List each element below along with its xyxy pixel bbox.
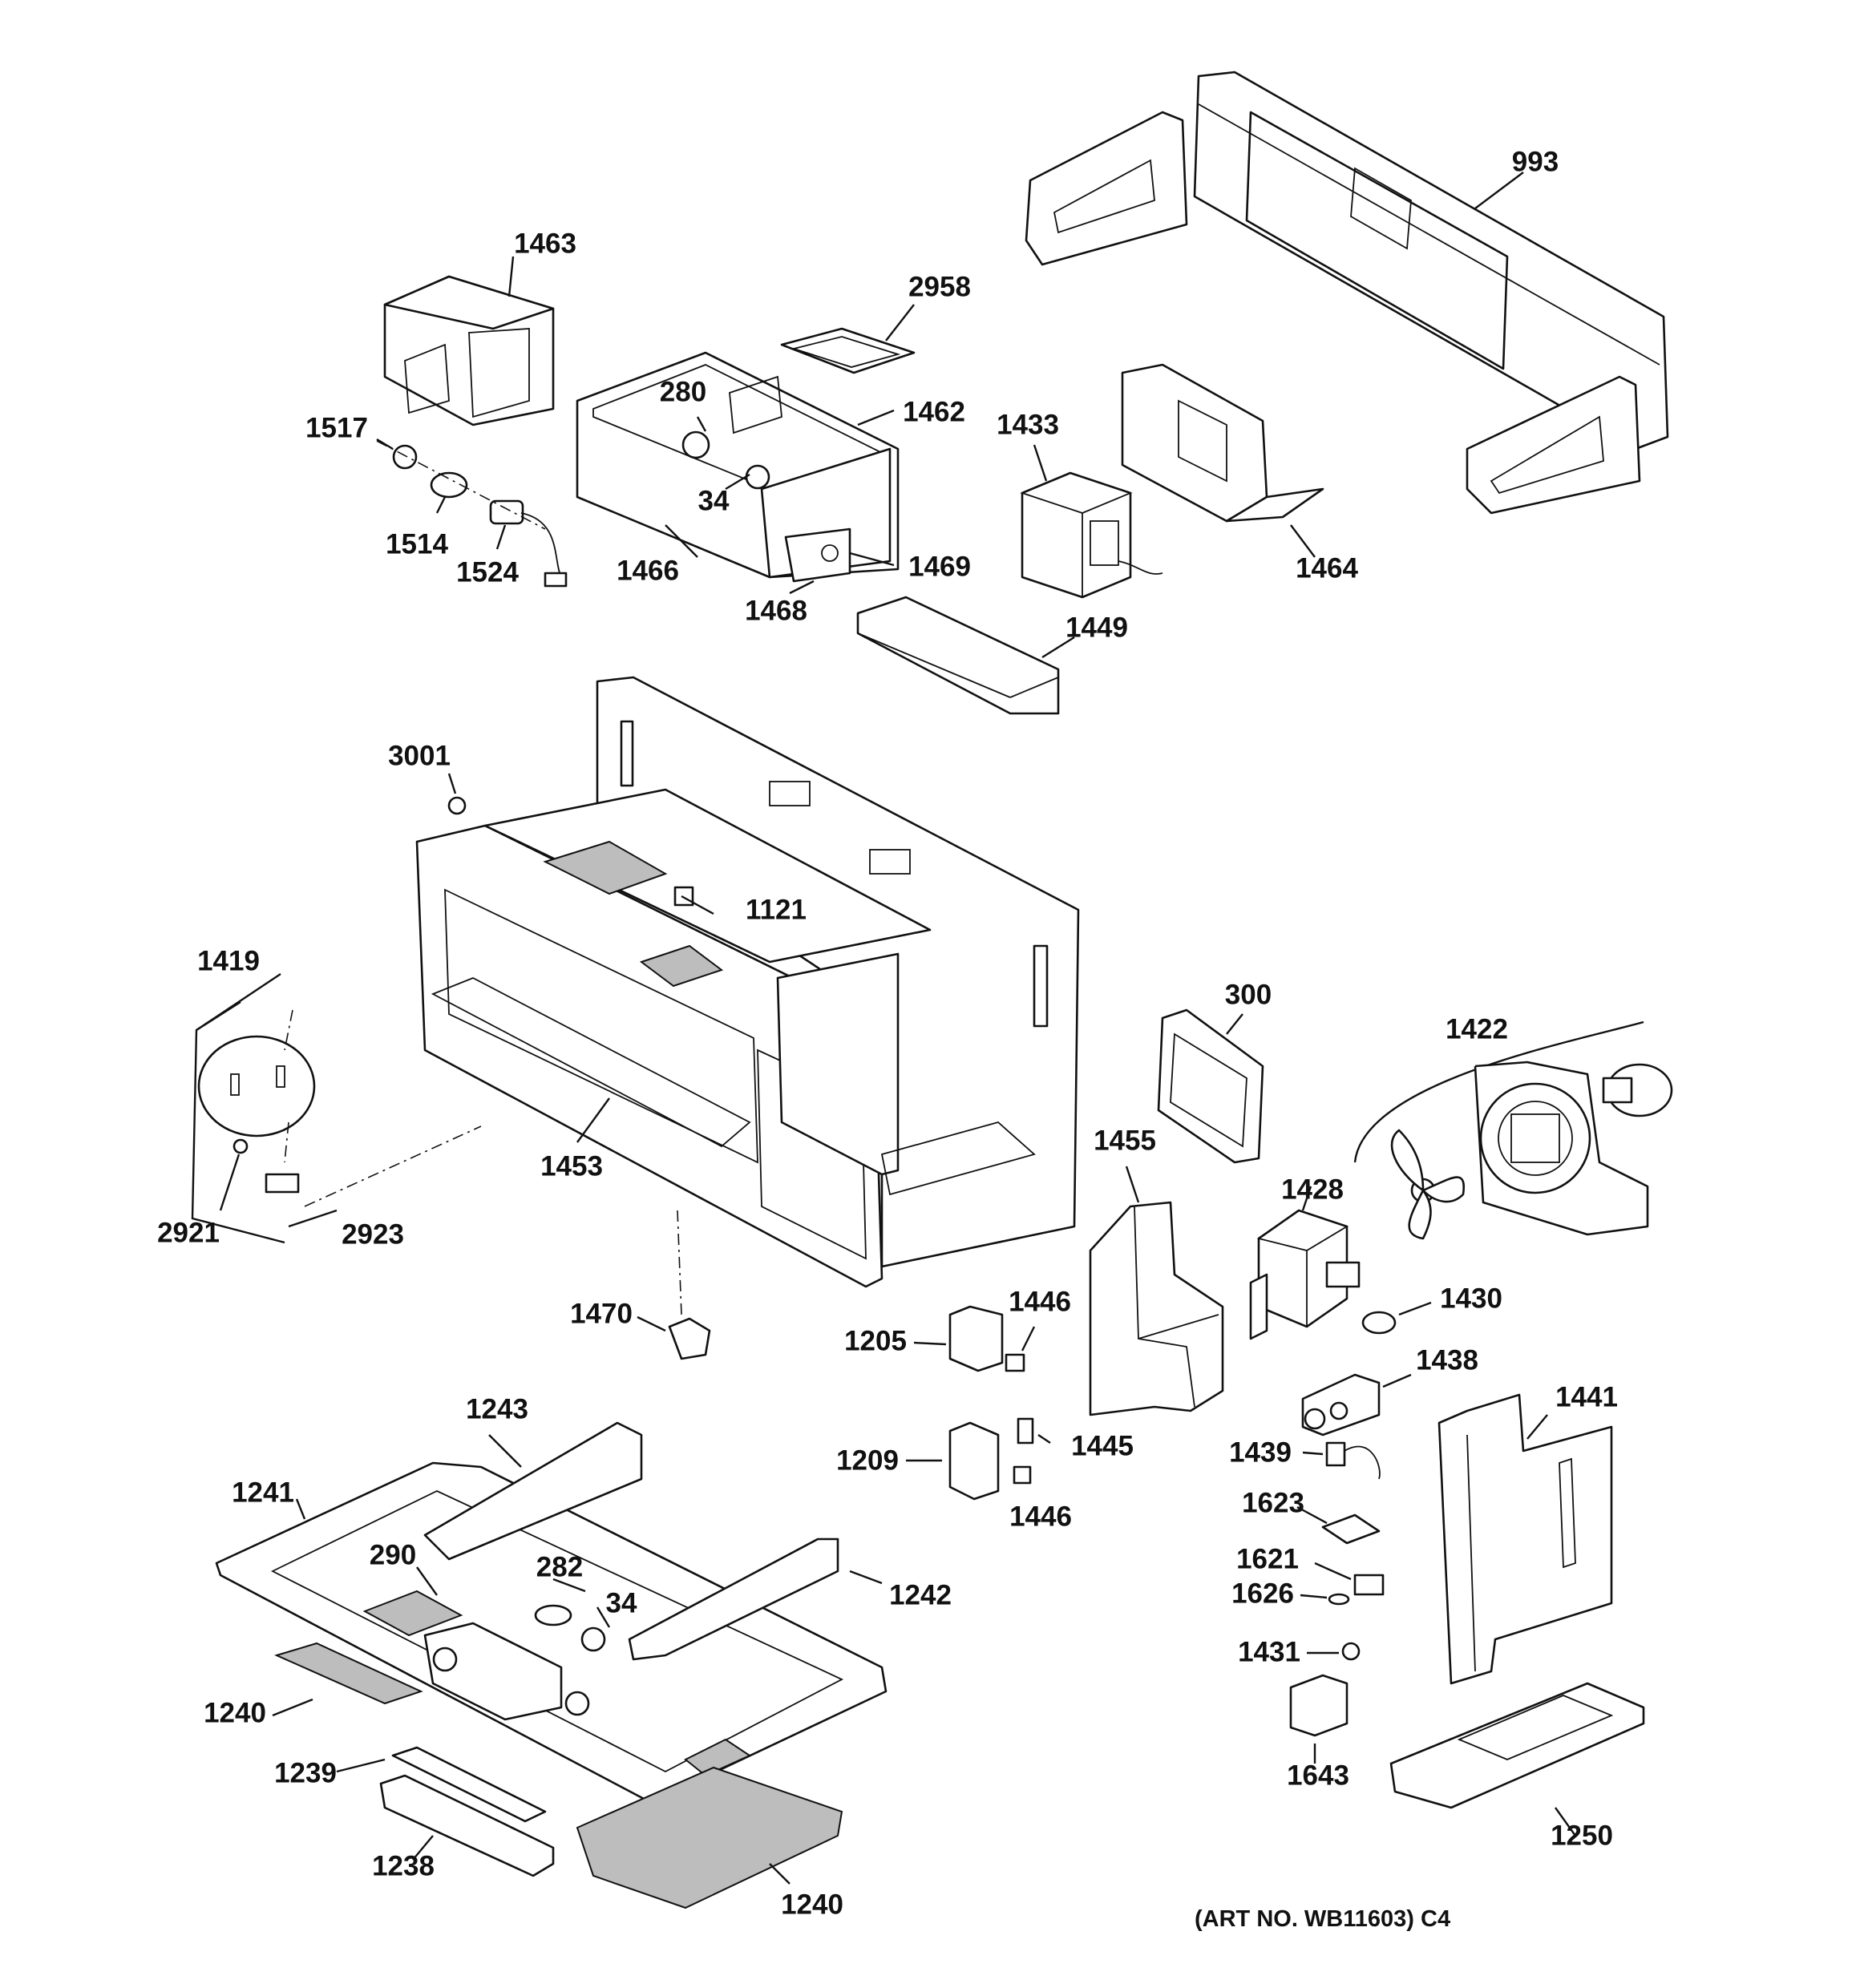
callout-1240-right: 1240 xyxy=(781,1889,843,1921)
interlock-switch-parts xyxy=(906,1305,1051,1501)
lamp-282-and-socket-34 xyxy=(534,1578,611,1652)
callout-1441: 1441 xyxy=(1555,1381,1618,1413)
channel-1449 xyxy=(856,596,1075,715)
fuse-1623 xyxy=(1296,1505,1381,1545)
mounting-plate-993 xyxy=(1025,71,1669,515)
lens-1239-and-frame-1238 xyxy=(336,1746,555,1877)
callout-1239: 1239 xyxy=(274,1757,337,1789)
switch-1470 xyxy=(637,1315,711,1360)
callout-1517: 1517 xyxy=(305,412,368,444)
callout-1439: 1439 xyxy=(1229,1436,1292,1469)
waveguide-cover-300 xyxy=(1157,1008,1264,1164)
callout-1243: 1243 xyxy=(466,1393,528,1425)
callout-3001: 3001 xyxy=(388,740,451,772)
callout-1455: 1455 xyxy=(1094,1125,1156,1157)
callout-993: 993 xyxy=(1511,146,1559,178)
grease-filter-right-1240 xyxy=(576,1766,843,1909)
callout-1240-left: 1240 xyxy=(204,1697,266,1729)
cover-plate-2958 xyxy=(780,304,916,374)
thermistor-1431 xyxy=(1307,1642,1361,1661)
art-number: (ART NO. WB11603) C4 xyxy=(1195,1906,1451,1932)
callout-280: 280 xyxy=(659,376,707,408)
callout-1422: 1422 xyxy=(1446,1013,1508,1045)
callout-1470: 1470 xyxy=(570,1298,633,1330)
lamp-socket-parts xyxy=(376,438,568,588)
air-guide-1455 xyxy=(1089,1166,1224,1416)
callout-290: 290 xyxy=(369,1539,417,1571)
callout-1121: 1121 xyxy=(746,894,807,926)
callout-1468: 1468 xyxy=(745,595,807,627)
callout-1241: 1241 xyxy=(232,1477,294,1509)
duct-1463 xyxy=(383,256,555,426)
callout-1449: 1449 xyxy=(1065,612,1128,644)
callout-1469: 1469 xyxy=(908,551,971,583)
callout-1250: 1250 xyxy=(1551,1820,1613,1852)
oven-cavity-1453 xyxy=(415,676,1080,1315)
callout-34-upper: 34 xyxy=(698,485,730,517)
callout-1464: 1464 xyxy=(1296,552,1358,584)
callout-1466: 1466 xyxy=(617,555,679,587)
vent-rail-1242 xyxy=(628,1537,883,1661)
callout-1433: 1433 xyxy=(997,409,1059,441)
callout-1445: 1445 xyxy=(1071,1430,1134,1462)
callout-1431: 1431 xyxy=(1238,1636,1300,1668)
callout-1238: 1238 xyxy=(372,1850,435,1882)
callout-1205: 1205 xyxy=(844,1325,907,1357)
callout-282: 282 xyxy=(536,1551,584,1583)
light-housing-290 xyxy=(416,1566,590,1721)
callout-1242: 1242 xyxy=(889,1579,952,1611)
fuse-holder-1621-1626 xyxy=(1300,1562,1385,1606)
magnetron-1428 xyxy=(1249,1186,1361,1340)
callout-1524: 1524 xyxy=(456,556,519,588)
callout-1462: 1462 xyxy=(903,396,965,428)
callout-1419: 1419 xyxy=(197,945,260,977)
callout-1623: 1623 xyxy=(1242,1487,1304,1519)
callout-2923: 2923 xyxy=(342,1218,404,1251)
thermal-cutout-1430 xyxy=(1361,1301,1432,1335)
callout-1621: 1621 xyxy=(1236,1543,1299,1575)
relay-1643 xyxy=(1289,1674,1348,1764)
transformer-1433 xyxy=(1020,444,1163,599)
vent-rail-1243 xyxy=(423,1421,643,1561)
callout-1209: 1209 xyxy=(836,1445,899,1477)
turntable-assembly-1419 xyxy=(191,973,482,1244)
bracket-1464 xyxy=(1121,363,1324,558)
diode-1439 xyxy=(1302,1441,1381,1480)
tray-1250 xyxy=(1389,1682,1645,1836)
callout-1446-upper: 1446 xyxy=(1009,1286,1071,1318)
capacitor-1438 xyxy=(1301,1373,1412,1436)
callout-1463: 1463 xyxy=(514,228,576,260)
callout-1430: 1430 xyxy=(1440,1283,1502,1315)
callout-2958: 2958 xyxy=(908,271,971,303)
callout-1438: 1438 xyxy=(1416,1344,1478,1376)
grease-filter-left-1240 xyxy=(272,1642,423,1717)
callout-2921: 2921 xyxy=(157,1217,220,1249)
callout-1453: 1453 xyxy=(540,1150,603,1182)
screw-3001 xyxy=(447,773,467,815)
lamp-box-1466 xyxy=(576,351,900,595)
callout-1428: 1428 xyxy=(1281,1174,1344,1206)
callout-1643: 1643 xyxy=(1287,1760,1349,1792)
fan-assembly-1422 xyxy=(1353,1020,1673,1240)
callout-300: 300 xyxy=(1224,979,1272,1011)
callout-1514: 1514 xyxy=(386,528,448,560)
control-panel-bracket-1441 xyxy=(1437,1393,1613,1685)
callout-1626: 1626 xyxy=(1231,1578,1294,1610)
callout-1446-lower: 1446 xyxy=(1009,1501,1072,1533)
callout-34-lower: 34 xyxy=(605,1587,637,1619)
